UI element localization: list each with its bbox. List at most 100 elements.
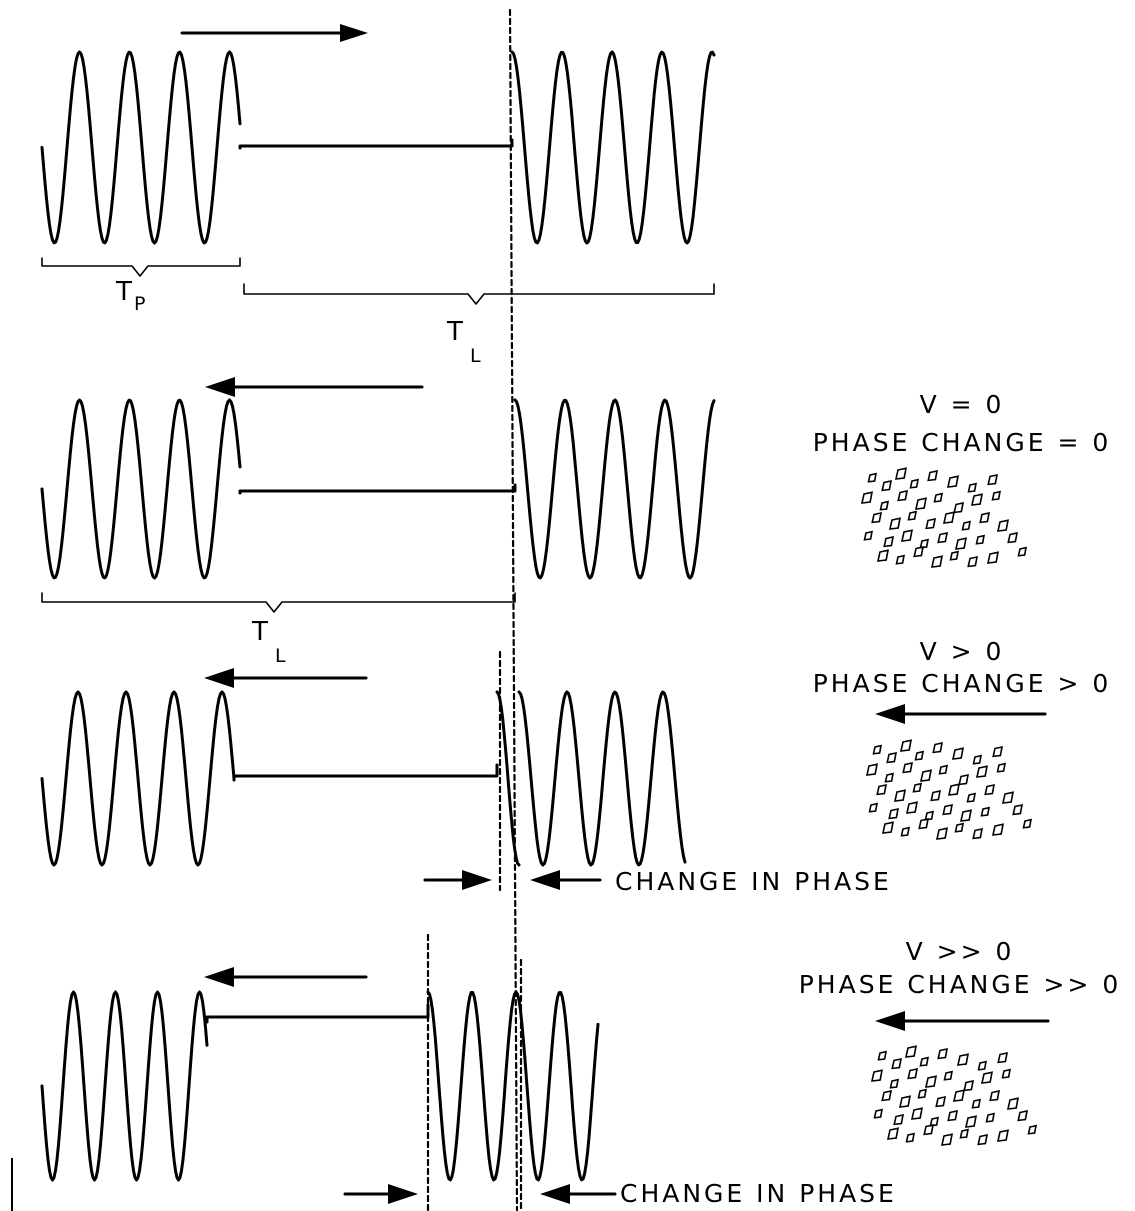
- particle: [996, 1129, 1010, 1142]
- arrow-head: [875, 1011, 905, 1031]
- velocity-label-2: V > 0: [920, 637, 1005, 666]
- particle: [975, 534, 986, 545]
- particle: [937, 1047, 949, 1060]
- particle: [894, 467, 908, 480]
- particle: [900, 826, 911, 837]
- particle: [958, 773, 970, 786]
- baseline: [238, 138, 514, 150]
- particle: [1017, 1109, 1029, 1122]
- particle: [935, 827, 949, 840]
- phase-change-label-3: PHASE CHANGE >> 0: [799, 970, 1122, 999]
- particle: [886, 1127, 900, 1140]
- arrow-head: [340, 24, 368, 42]
- particle: [930, 555, 944, 568]
- particle: [989, 1089, 1001, 1102]
- arrow-head: [530, 870, 560, 890]
- reference-line: [508, 8, 519, 1211]
- particle: [956, 1053, 970, 1066]
- tl-label-2: T: [251, 617, 268, 647]
- particle: [924, 1075, 938, 1088]
- particle: [1001, 791, 1015, 804]
- particle: [919, 769, 933, 782]
- particle: [893, 1113, 905, 1126]
- particle: [954, 537, 968, 550]
- particle: [942, 511, 956, 524]
- particle: [959, 809, 973, 822]
- tp-bracket: [41, 257, 241, 277]
- phase-change-label-1: PHASE CHANGE = 0: [813, 428, 1112, 457]
- particle: [910, 1107, 924, 1120]
- particle: [932, 741, 944, 754]
- particle: [967, 482, 978, 493]
- row-2-zero-velocity: T L V = 0 PHASE CHANGE = 0: [40, 377, 1112, 667]
- particle: [1012, 803, 1024, 816]
- particle: [898, 1095, 912, 1108]
- particle: [935, 1095, 947, 1108]
- particle: [933, 492, 944, 503]
- particle: [930, 789, 942, 802]
- particle: [954, 822, 965, 833]
- particle: [905, 1132, 916, 1143]
- particle: [917, 1088, 928, 1099]
- particle: [1007, 531, 1019, 544]
- pulse-burst: [40, 50, 242, 245]
- particle: [943, 1070, 954, 1081]
- particle: [937, 531, 949, 544]
- particle: [967, 555, 979, 568]
- particle: [952, 1089, 966, 1102]
- particle: [881, 479, 893, 492]
- particle: [919, 1056, 930, 1067]
- tl-subscript-1: L: [470, 345, 481, 367]
- particle: [984, 783, 996, 796]
- row-4-high-velocity: CHANGE IN PHASE V >> 0 PHASE CHANGE >> 0: [40, 933, 1122, 1211]
- particle: [1001, 1068, 1012, 1079]
- particle: [904, 1045, 918, 1058]
- particle: [907, 1067, 919, 1080]
- pulse-burst: [40, 990, 209, 1182]
- particle: [863, 530, 874, 541]
- particle: [879, 500, 890, 511]
- particle: [953, 501, 965, 514]
- particle: [865, 763, 879, 776]
- particle: [881, 821, 895, 834]
- particle-cluster-2: [865, 739, 1033, 840]
- particle: [987, 473, 999, 486]
- particle: [877, 1050, 888, 1061]
- particle: [918, 817, 930, 830]
- particle: [873, 1108, 884, 1119]
- row-1-transmitted-pulse: T P T L: [40, 24, 716, 367]
- particle: [946, 475, 960, 488]
- arrow-head: [875, 704, 905, 724]
- particle: [1006, 1097, 1020, 1110]
- change-in-phase-label-1: CHANGE IN PHASE: [615, 867, 892, 896]
- particle: [977, 1060, 988, 1071]
- particle: [975, 765, 989, 778]
- particle: [914, 497, 928, 510]
- particle: [979, 511, 991, 524]
- arrow-head: [388, 1184, 418, 1204]
- particle: [949, 550, 960, 561]
- particle: [925, 517, 937, 530]
- pulse-burst: [40, 398, 242, 580]
- return-burst: [510, 50, 716, 245]
- particle: [893, 789, 907, 802]
- change-in-phase-label-2: CHANGE IN PHASE: [620, 1179, 897, 1208]
- tl-subscript-2: L: [275, 645, 286, 667]
- particle: [886, 751, 898, 764]
- tl-bracket-1: [243, 283, 715, 305]
- particle: [992, 745, 1004, 758]
- particle: [963, 1079, 975, 1092]
- velocity-label-1: V = 0: [920, 390, 1005, 419]
- particle: [964, 1115, 978, 1128]
- particle: [909, 478, 920, 489]
- particle-cluster-1: [860, 467, 1028, 568]
- particle: [991, 823, 1005, 836]
- particle: [972, 754, 983, 765]
- particle: [972, 827, 984, 840]
- particle: [1017, 546, 1028, 557]
- arrow-head: [462, 870, 492, 890]
- arrow-head: [205, 377, 235, 397]
- particle-cluster-3: [870, 1045, 1038, 1146]
- particle: [897, 489, 909, 502]
